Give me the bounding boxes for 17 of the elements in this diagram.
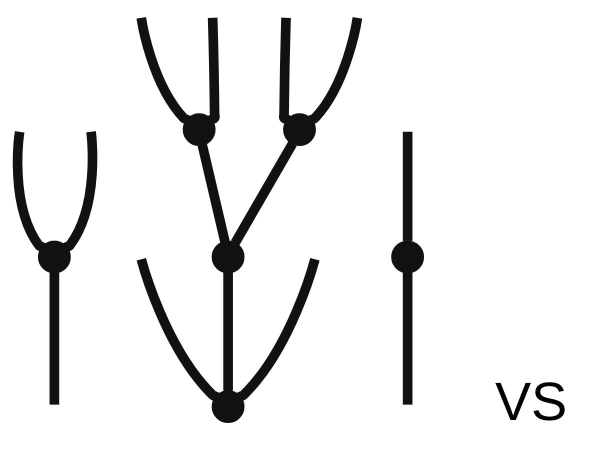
connector — [198, 144, 230, 243]
connector — [50, 272, 60, 405]
connector — [136, 258, 219, 402]
connector — [223, 272, 233, 391]
connector — [402, 272, 412, 405]
connector — [402, 132, 412, 241]
connector — [308, 17, 362, 124]
node-circle — [212, 240, 245, 274]
label: VS — [495, 372, 568, 432]
node-circle — [182, 113, 216, 146]
node-circle — [38, 240, 71, 274]
connector — [237, 258, 320, 402]
connector — [136, 17, 190, 124]
node-circle — [391, 240, 424, 274]
node-circle — [283, 113, 316, 146]
node-circle — [212, 390, 245, 424]
connector — [231, 141, 297, 246]
